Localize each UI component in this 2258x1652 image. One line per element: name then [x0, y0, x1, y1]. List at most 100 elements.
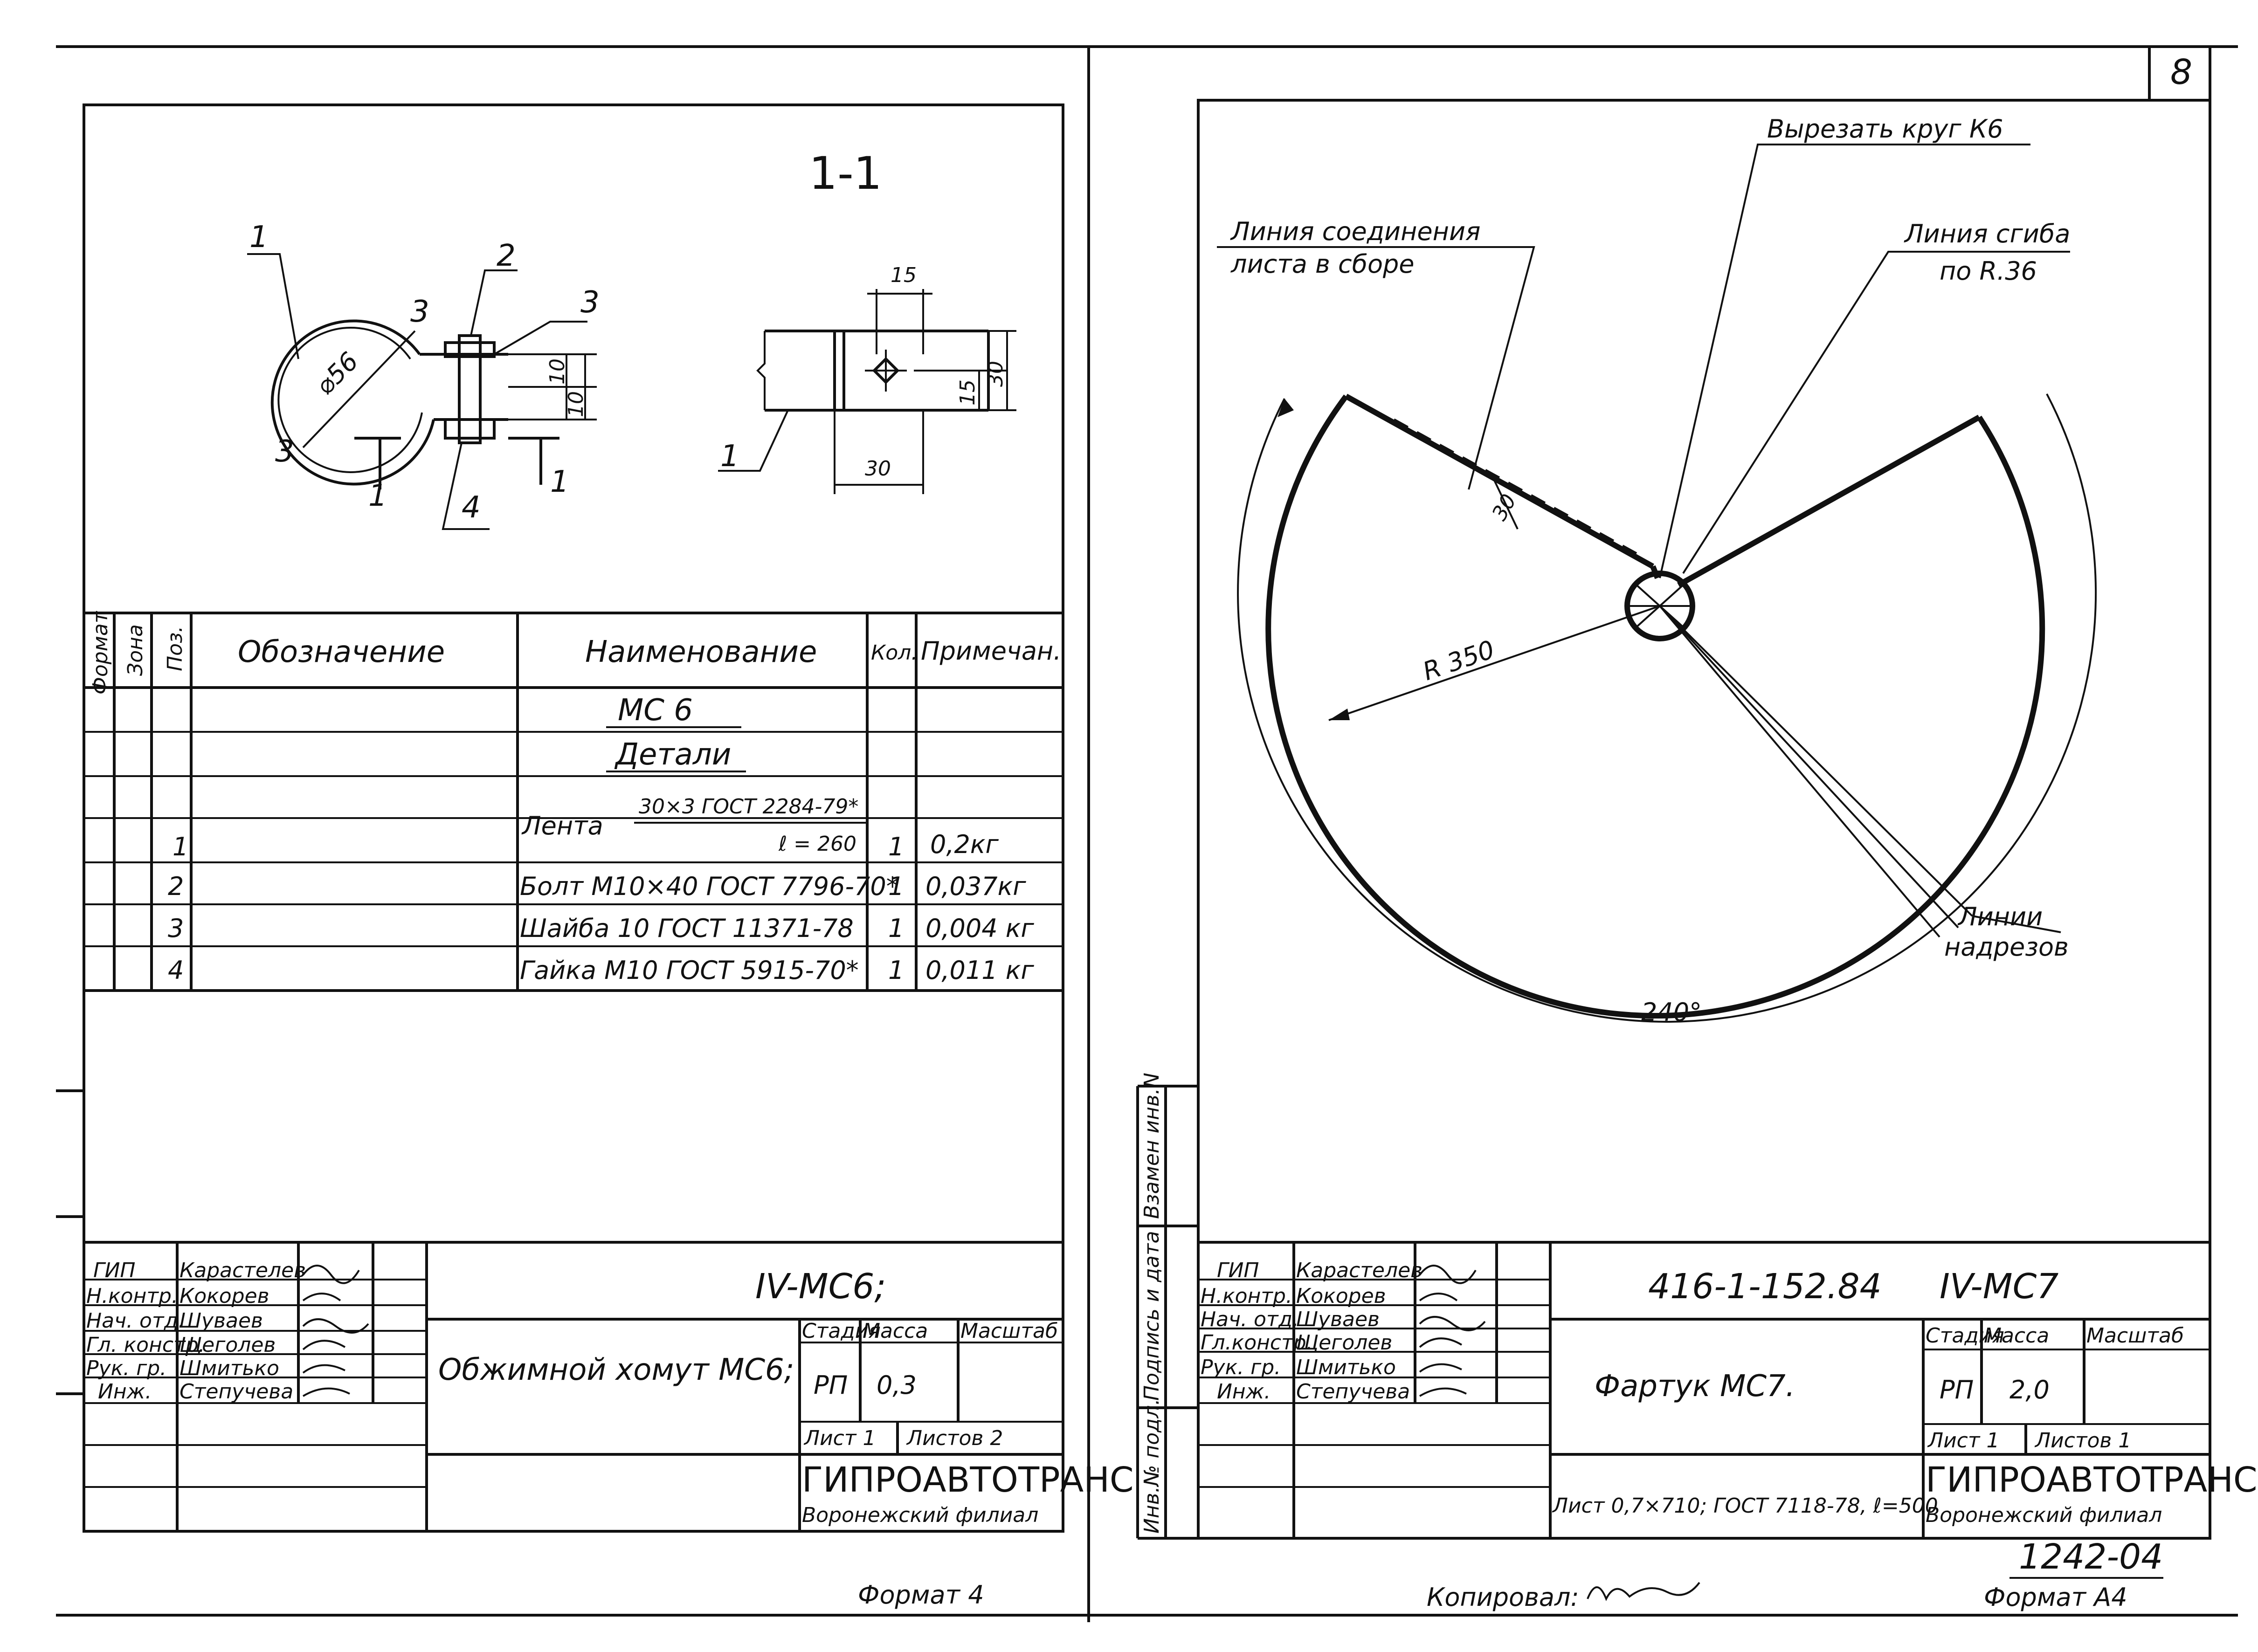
angle-arrow-left	[1277, 399, 1294, 417]
r-scale-label: Масштаб	[2086, 1324, 2184, 1348]
row2-qty: 1	[888, 872, 904, 901]
leader-2	[470, 269, 518, 336]
stamp-sign: Подпись и дата	[1140, 1231, 1164, 1401]
row1-note: 0,2кг	[930, 830, 999, 859]
r-name-glkonstr: Щеголев	[1296, 1331, 1392, 1355]
callout-4: 4	[462, 490, 481, 525]
notch-line-1	[1659, 605, 1940, 938]
leader-4	[442, 442, 490, 530]
sheet-number: 8	[2170, 52, 2192, 92]
label-join-1: Линия соединения	[1230, 217, 1481, 246]
apron-edge-left	[1345, 393, 1654, 569]
left-org: ГИПРОАВТОТРАНС	[802, 1460, 1134, 1500]
r-stage: РП	[1940, 1375, 1974, 1404]
left-mass: 0,3	[877, 1370, 917, 1400]
right-code: IV-МС7	[1940, 1267, 2058, 1307]
leader-cut-circle	[1659, 144, 2030, 578]
row3-qty: 1	[888, 914, 904, 943]
clamp-ring-inner	[277, 327, 423, 473]
right-title-block: ГИП Н.контр. Нач. отд. Гл.констр. Рук. г…	[1198, 1241, 2258, 1538]
role-nkontr: Н.контр.	[86, 1284, 178, 1308]
r-material: Лист 0,7×710; ГОСТ 7118-78, ℓ=500	[1552, 1494, 1938, 1518]
r-mass: 2,0	[2009, 1375, 2050, 1404]
right-doc-number: 416-1-152.84	[1648, 1267, 1882, 1307]
role-gip: ГИП	[93, 1259, 136, 1282]
label-join-2: листа в сборе	[1230, 249, 1415, 279]
join-line-dashed	[1393, 418, 1640, 556]
radius-line	[1328, 605, 1660, 721]
label-bend-2: по R.36	[1940, 256, 2037, 286]
right-title: Фартук МС7.	[1595, 1369, 1795, 1404]
dim-15-top: 15	[891, 263, 917, 287]
section-mark-text-2: 1	[550, 465, 569, 499]
hdr-name: Наименование	[585, 635, 817, 669]
r-name-nachotd: Шуваев	[1296, 1308, 1380, 1331]
r-branch: Воронежский филиал	[1926, 1503, 2162, 1527]
row3-name: Шайба 10 ГОСТ 11371-78	[520, 914, 854, 943]
signatures-left	[302, 1265, 369, 1397]
right-drawing: Инв.№ подл. Подпись и дата Взамен инв.N …	[1136, 99, 2258, 1612]
copied-label: Копировал:	[1427, 1583, 1579, 1612]
gap-dim-2: 10	[564, 391, 588, 417]
label-bend-1: Линия сгиба	[1904, 219, 2070, 248]
callout-3c: 3	[410, 295, 429, 329]
notch-line-2	[1659, 605, 1959, 929]
gap-dim-1: 10	[546, 358, 569, 385]
section-mark-text-1: 1	[368, 479, 387, 513]
r-name-gip: Карастелев	[1296, 1259, 1422, 1282]
r-role-glkonstr: Гл.констр.	[1201, 1331, 1313, 1355]
name-inzh: Степучева	[180, 1380, 293, 1404]
leader-notch	[1972, 915, 2061, 933]
hdr-format: Формат	[89, 611, 112, 695]
row4-name: Гайка М10 ГОСТ 5915-70*	[520, 956, 859, 985]
r-role-nkontr: Н.контр.	[1201, 1284, 1292, 1308]
apron-edge-right	[1677, 414, 1981, 588]
left-drawing: 1-1 ⌀56 1 2 3 4 3 3 10 10 1	[83, 103, 1134, 1610]
r-role-nachotd: Нач. отд.	[1201, 1308, 1299, 1331]
callout-1b: 1	[720, 439, 739, 474]
spec-table: Формат Зона Поз. Обозначение Наименовани…	[84, 611, 1063, 992]
dim-15-side: 15	[956, 379, 980, 406]
left-sheets: Листов 2	[906, 1426, 1003, 1450]
hdr-designation: Обозначение	[238, 635, 445, 669]
left-code: IV-МС6;	[755, 1267, 886, 1307]
washer-top	[444, 341, 496, 358]
callout-1a: 1	[249, 220, 269, 255]
row2-note: 0,037кг	[925, 872, 1026, 901]
r-name-rukgr: Шмитько	[1296, 1356, 1396, 1379]
r-name-inzh: Степучева	[1296, 1380, 1410, 1404]
row2-name: Болт М10×40 ГОСТ 7796-70*	[520, 872, 899, 901]
dim-30-width: 30	[865, 457, 891, 481]
r-sheet: Лист 1	[1927, 1429, 1999, 1452]
band-break	[756, 331, 766, 410]
row1-pos: 1	[173, 832, 188, 861]
radius-arrow	[1329, 709, 1350, 720]
name-nachotd: Шуваев	[180, 1309, 263, 1333]
row4-pos: 4	[168, 956, 184, 985]
copyist-signature	[1587, 1582, 1700, 1601]
apron-outer-arc	[1265, 394, 2045, 1019]
left-title: Обжимной хомут МС6;	[438, 1353, 794, 1387]
row4-qty: 1	[888, 956, 904, 985]
r-org: ГИПРОАВТОТРАНС	[1926, 1460, 2258, 1500]
dim30-right: 30	[1487, 490, 1521, 525]
dim30-line-right	[1491, 475, 1519, 530]
bolt	[458, 334, 482, 444]
right-frame	[1197, 99, 2211, 1540]
r-sheets: Листов 1	[2034, 1429, 2131, 1452]
leader-1b	[718, 410, 789, 472]
leader-1a	[247, 253, 299, 359]
r-mass-label: Масса	[1984, 1324, 2049, 1348]
angle-label: 240°	[1641, 998, 1702, 1027]
row1-qty: 1	[888, 832, 904, 861]
left-mass-label: Масса	[863, 1319, 928, 1343]
left-sheet: Лист 1	[803, 1426, 876, 1450]
section-label: 1-1	[809, 147, 882, 200]
left-stage-label: Стадия	[802, 1319, 881, 1343]
left-title-block: ГИП Н.контр. Нач. отд. Гл. констр. Рук. …	[84, 1241, 1134, 1531]
left-format: Формат 4	[858, 1580, 984, 1610]
left-stage: РП	[814, 1370, 848, 1400]
archive-number: 1242-04	[2019, 1537, 2163, 1577]
hdr-zone: Зона	[124, 624, 147, 676]
